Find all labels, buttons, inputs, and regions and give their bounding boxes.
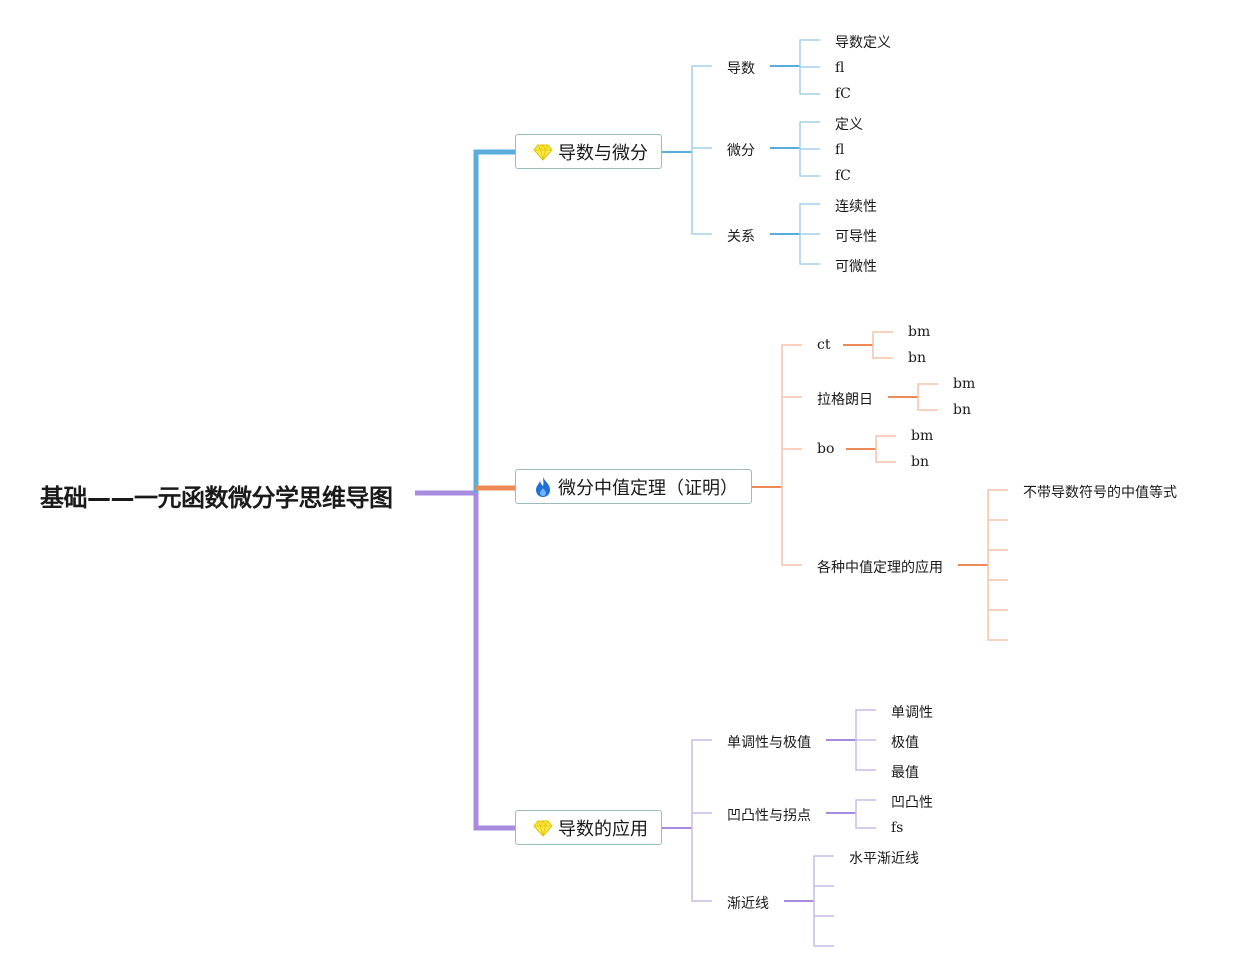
leaf[interactable]: 可导性 (835, 229, 877, 245)
leaf[interactable]: fs (891, 820, 904, 836)
topic-differential[interactable]: 微分 (727, 143, 755, 159)
leaf[interactable]: bn (908, 350, 926, 366)
branch-label: 导数的应用 (558, 818, 648, 840)
leaf[interactable]: bm (911, 428, 934, 444)
leaf[interactable]: 可微性 (835, 259, 877, 275)
topic-lagrange[interactable]: 拉格朗日 (817, 392, 873, 408)
topic-concavity-inflection[interactable]: 凹凸性与拐点 (727, 808, 811, 824)
branch3-lines (662, 709, 876, 947)
topic-ct[interactable]: ct (817, 337, 831, 353)
leaf[interactable]: bn (911, 454, 929, 470)
leaf[interactable]: 连续性 (835, 199, 877, 215)
leaf[interactable]: 水平渐近线 (849, 851, 919, 867)
connector-branch3 (473, 493, 515, 831)
leaf[interactable]: 极值 (891, 735, 919, 751)
leaf[interactable]: bm (953, 376, 976, 392)
branch1-lines (662, 39, 820, 265)
leaf[interactable]: 凹凸性 (891, 795, 933, 811)
topic-derivative[interactable]: 导数 (727, 61, 755, 77)
connector-branch1 (473, 149, 515, 493)
leaf[interactable]: 单调性 (891, 705, 933, 721)
branch-mean-value-theorem[interactable]: 微分中值定理（证明） (515, 469, 752, 504)
branch-label: 微分中值定理（证明） (558, 477, 738, 499)
leaf[interactable]: fC (835, 86, 851, 102)
leaf[interactable]: 定义 (835, 117, 863, 133)
leaf[interactable]: 最值 (891, 765, 919, 781)
topic-monotonicity-extrema[interactable]: 单调性与极值 (727, 735, 811, 751)
leaf[interactable]: bn (953, 402, 971, 418)
topic-relation[interactable]: 关系 (727, 229, 755, 245)
diamond-icon (533, 143, 553, 161)
topic-bo[interactable]: bo (817, 441, 835, 457)
branch-derivative-applications[interactable]: 导数的应用 (515, 810, 662, 845)
leaf[interactable]: fl (835, 142, 845, 158)
branch-derivative-differential[interactable]: 导数与微分 (515, 134, 662, 169)
leaf[interactable]: fl (835, 60, 845, 76)
flame-icon (536, 476, 550, 497)
leaf[interactable]: 不带导数符号的中值等式 (1023, 485, 1177, 501)
diamond-icon (533, 819, 553, 837)
root-title[interactable]: 基础——一元函数微分学思维导图 (40, 484, 393, 512)
leaf[interactable]: bm (908, 324, 931, 340)
leaf[interactable]: 导数定义 (835, 35, 891, 51)
topic-asymptote[interactable]: 渐近线 (727, 896, 769, 912)
leaf[interactable]: fC (835, 168, 851, 184)
branch2-lines (752, 331, 1008, 641)
branch-label: 导数与微分 (558, 142, 648, 164)
topic-mvt-applications[interactable]: 各种中值定理的应用 (817, 560, 943, 576)
